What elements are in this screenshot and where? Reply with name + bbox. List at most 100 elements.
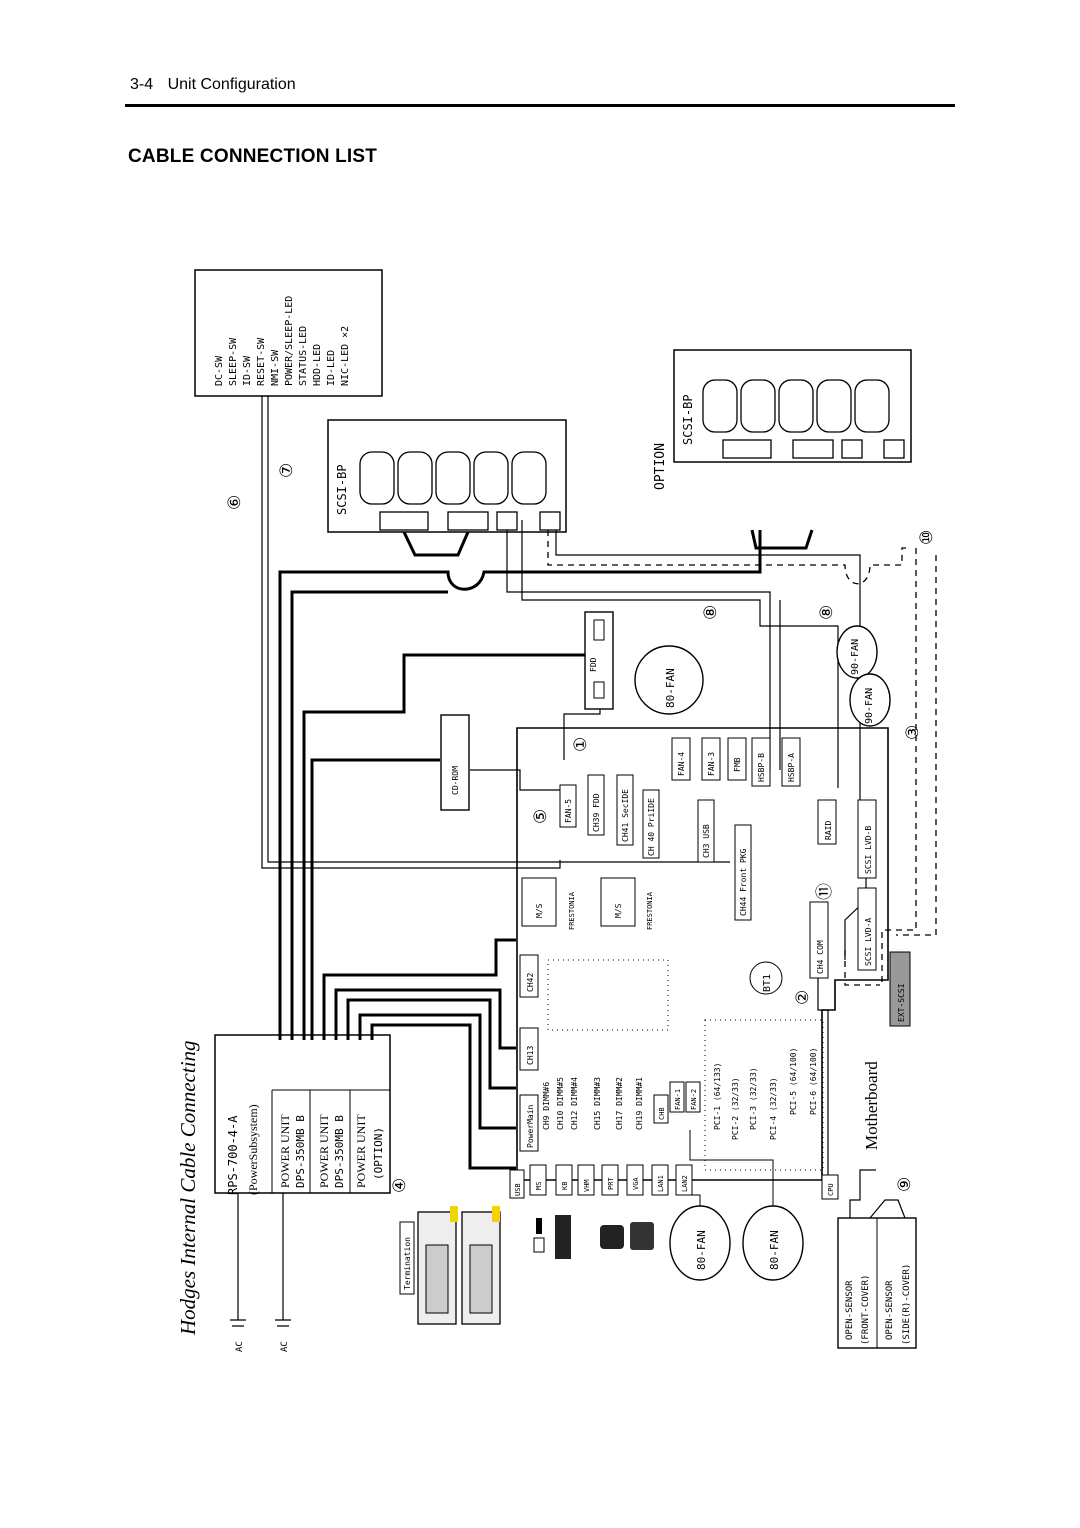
mb-top-connectors: FAN-4 FAN-3 FMB HSBP-B HSBP-A <box>671 737 801 787</box>
cable-front-panel <box>261 396 561 869</box>
circle-numbers: ⑥ ⑦ ⑧ ⑧ ① ⑤ ③ ⑨ ② ⑪ ④ ⑩ <box>225 463 937 1193</box>
motherboard-outline <box>516 727 889 1181</box>
power-model: RPS-700-4-A <box>226 1115 240 1195</box>
option-label: OPTION <box>653 443 668 490</box>
circle-number: ⑧ <box>817 605 837 620</box>
cpu-fan-connector-label: CPU <box>827 1183 835 1196</box>
mb-connector-label: CH44 Front PKG <box>739 848 748 916</box>
back-port <box>555 1164 573 1196</box>
scsi-bp-box <box>327 419 567 533</box>
sensor-label: (SIDE(R)-COVER) <box>902 1264 912 1345</box>
ext-scsi-connector <box>889 951 911 1027</box>
mb-connector <box>751 737 771 787</box>
termination-label: Termination <box>403 1237 412 1290</box>
fan-90-a <box>836 625 878 679</box>
circle-number: ⑩ <box>917 530 937 545</box>
power-unit-3-option: (OPTION) <box>372 1127 385 1180</box>
hdd-bay <box>816 379 852 433</box>
ac-label: AC <box>280 1341 290 1352</box>
fan-cable <box>689 1130 774 1206</box>
pci-label: PCI-6 (64/100) <box>809 1048 818 1115</box>
fan-label: 80-FAN <box>695 1230 708 1270</box>
dimm-label: CH17 DIMM#2 <box>615 1077 624 1130</box>
raid-label: RAID <box>824 821 833 840</box>
back-port <box>675 1164 693 1196</box>
power-unit-1-model: DPS-350MB B <box>294 1115 307 1188</box>
mb-connector <box>734 824 752 921</box>
pci-label: PCI-4 (32/33) <box>769 1077 778 1140</box>
section-title: Unit Configuration <box>167 76 296 93</box>
front-panel-item: NMI-SW <box>270 349 281 386</box>
front-panel-item: NIC-LED ×2 <box>340 326 351 386</box>
small-fan-connector <box>685 1081 701 1113</box>
power-subsystem-box <box>214 1034 391 1194</box>
section-header: 3-4 Unit Configuration <box>130 76 296 94</box>
battery-label: BT1 <box>762 974 773 992</box>
cpu-fan-connector <box>821 1174 839 1200</box>
ch13-connector <box>519 1027 539 1071</box>
power-unit-3: POWER UNIT <box>354 1114 368 1188</box>
powermain-connector <box>519 1094 539 1152</box>
dimm-area <box>547 959 669 1031</box>
sensor-label: OPEN-SENSOR <box>845 1280 855 1340</box>
scsi-lvd-a-connector <box>857 887 877 971</box>
option-scsi-bp-box <box>673 349 912 463</box>
dimm-label: CH9 DIMM#6 <box>542 1082 551 1130</box>
dimm-label: CH15 DIMM#3 <box>593 1077 602 1130</box>
hdd-bay <box>854 379 890 433</box>
back-port-label: LAN2 <box>681 1175 689 1192</box>
cpu-label: M/S <box>614 903 623 918</box>
mb-connector-label: CH39 FDD <box>592 793 601 832</box>
bp-connector <box>539 511 561 531</box>
hdd-bay <box>435 451 471 505</box>
power-cables <box>278 529 814 1170</box>
monitor-icon <box>630 1222 654 1250</box>
cable-front-panel-2 <box>267 396 730 863</box>
back-port-label: VHM <box>583 1179 591 1192</box>
fan-label: 80-FAN <box>768 1230 781 1270</box>
bp-connector <box>379 511 429 531</box>
mb-connector <box>559 784 577 828</box>
scsi-drives <box>359 451 547 505</box>
circle-number: ⑧ <box>701 605 721 620</box>
scsi-lvd-a-label: SCSI LVD-A <box>864 918 873 966</box>
power-unit-2-model: DPS-350MB B <box>333 1115 346 1188</box>
dimm-labels: CH9 DIMM#6 CH10 DIMM#5 CH12 DIMM#4 CH15 … <box>542 1077 644 1130</box>
pci-label: PCI-5 (64/100) <box>789 1048 798 1115</box>
mb-connector-label: HSBP-A <box>787 753 796 782</box>
pci-area <box>704 1019 824 1171</box>
hdd-bay <box>511 451 547 505</box>
bp-connector <box>883 439 905 459</box>
hdd-bay <box>740 379 776 433</box>
circle-number: ⑪ <box>815 883 835 900</box>
front-panel-box <box>194 269 383 397</box>
back-port <box>577 1164 595 1196</box>
front-panel-item: ID-SW <box>242 355 253 386</box>
circle-number: ⑨ <box>895 1177 915 1192</box>
ac-label: AC <box>235 1341 245 1352</box>
fdd-slot <box>593 681 605 699</box>
back-port <box>601 1164 619 1196</box>
mb-connector <box>616 774 634 846</box>
front-panel-item: POWER/SLEEP-LED <box>284 296 295 386</box>
circle-number: ⑤ <box>531 809 551 824</box>
hdd-bay <box>702 379 738 433</box>
mb-connector-label: CH 40 PriIDE <box>647 798 656 856</box>
mb-connector <box>642 789 660 859</box>
mb-connector-label: CH3 USB <box>702 824 711 858</box>
fan-80-top <box>634 645 704 715</box>
cdrom-label: CD-ROM <box>451 766 460 795</box>
small-fan-label: FAN-2 <box>690 1089 698 1110</box>
fan-label: 90-FAN <box>864 688 875 724</box>
back-port <box>651 1164 669 1196</box>
back-port-label: VGA <box>632 1177 640 1190</box>
fdd-drive <box>584 611 614 710</box>
bp-connector <box>722 439 772 459</box>
sensor-label: OPEN-SENSOR <box>885 1280 895 1340</box>
back-port-label: LAN1 <box>657 1175 665 1192</box>
mouse-icon <box>536 1218 542 1234</box>
termination-block <box>399 1221 415 1295</box>
dimm-label: CH12 DIMM#4 <box>570 1077 579 1130</box>
cpu-socket-2 <box>600 877 636 927</box>
back-ports: USB MS KB VHM PRT VGA LAN1 LAN2 <box>509 1164 693 1199</box>
